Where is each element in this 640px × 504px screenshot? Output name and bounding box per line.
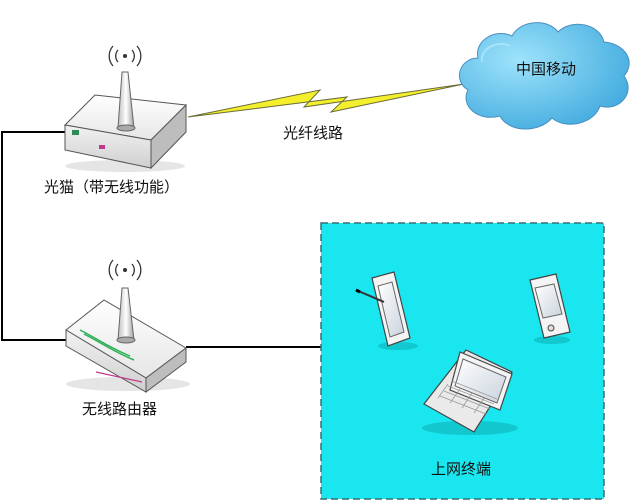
wireless-router-icon (65, 259, 190, 393)
cloud-label: 中国移动 (516, 60, 577, 78)
pda-icon (529, 273, 571, 344)
laptop-icon (422, 349, 518, 435)
ethernet-cable (1, 131, 322, 348)
tablet-icon (355, 271, 418, 350)
lightning-bolt-icon (187, 83, 465, 118)
router-label: 无线路由器 (82, 400, 158, 418)
wireless-modem-icon (63, 45, 188, 172)
modem-label: 光猫（带无线功能） (44, 178, 180, 196)
cloud-icon (458, 22, 630, 130)
terminals-label: 上网终端 (431, 460, 492, 478)
fiber-label: 光纤线路 (283, 124, 344, 142)
